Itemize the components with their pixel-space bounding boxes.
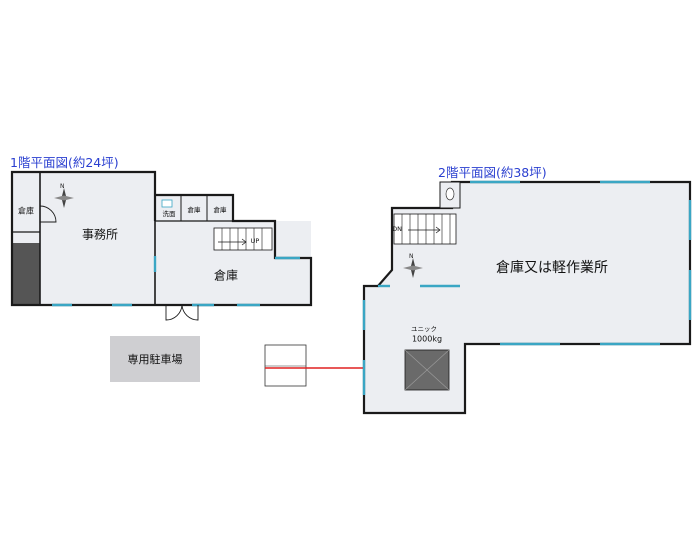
hoist-capacity-label: 1000kg: [411, 334, 443, 344]
floor1-util-fill: [155, 195, 233, 221]
toilet-icon: [445, 187, 455, 201]
room-storage-a-label: 倉庫: [187, 206, 201, 214]
svg-text:N: N: [60, 183, 65, 190]
hoist-icon: [404, 349, 450, 391]
floor1-plan: N: [10, 170, 313, 321]
hoist-name-label: ユニック: [411, 325, 437, 333]
parking-label: 専用駐車場: [127, 353, 183, 366]
stair-down-label: DN: [392, 225, 402, 233]
stair-icon: [213, 227, 273, 251]
room-storage-small-label: 倉庫: [18, 206, 34, 216]
room-warehouse-workshop-label: 倉庫又は軽作業所: [496, 260, 608, 276]
floor2-plan: N: [362, 180, 692, 415]
parking-area: [110, 336, 200, 382]
floor1-title: 1階平面図(約24坪): [10, 155, 119, 170]
floor1-outer-wall: [10, 170, 313, 307]
floor2-title: 2階平面図(約38坪): [438, 165, 547, 180]
room-wash-label: 洗面: [162, 210, 176, 218]
compass-icon: N: [54, 183, 74, 208]
door-icon: [39, 205, 57, 223]
svg-text:N: N: [409, 253, 414, 260]
compass-icon-2f: N: [403, 253, 423, 278]
room-storage-b-label: 倉庫: [213, 206, 227, 214]
washbasin-icon: [161, 199, 173, 208]
stair-down-icon: [393, 213, 457, 245]
room-office-label: 事務所: [81, 227, 119, 242]
stair-up-label: UP: [250, 237, 260, 245]
room-storage-main-label: 倉庫: [213, 268, 239, 283]
entrance-door-icon: [165, 304, 199, 321]
connector-box: [264, 344, 307, 387]
floor1-dark-block: [12, 243, 40, 305]
